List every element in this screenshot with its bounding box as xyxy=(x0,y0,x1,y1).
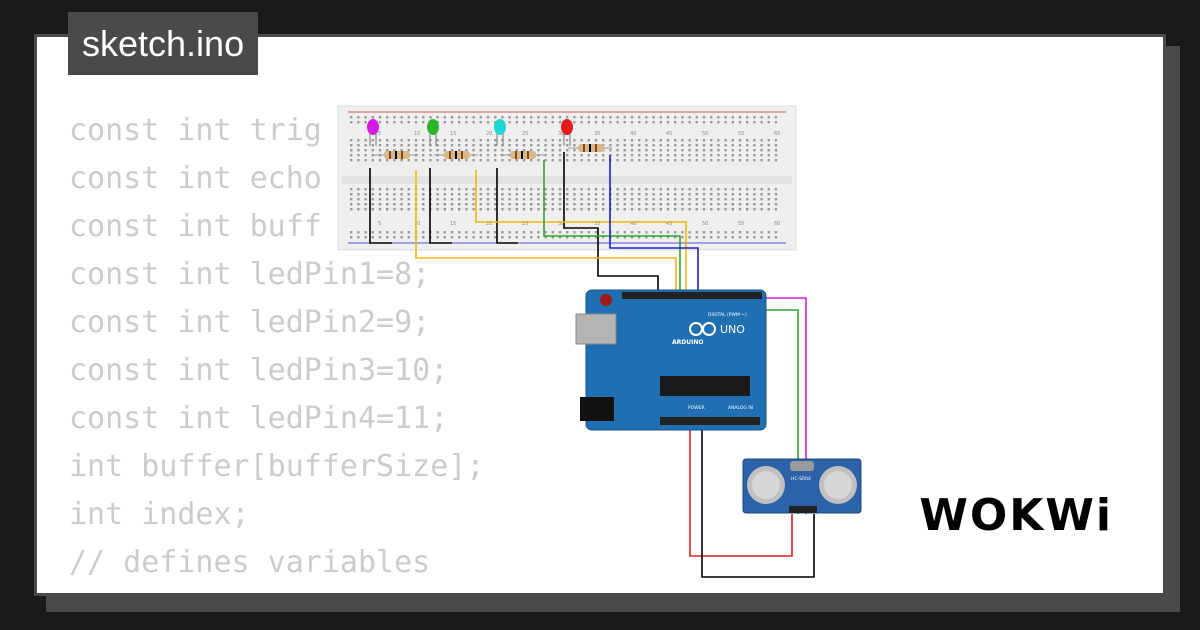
code-line: const int buff xyxy=(69,209,322,244)
breadboard-column-number: 10 xyxy=(414,131,420,137)
code-line: int index; xyxy=(69,497,250,532)
code-line: const int echo xyxy=(69,161,322,196)
breadboard-column-number: 25 xyxy=(522,131,528,137)
filename-tab: sketch.ino xyxy=(68,12,259,75)
code-line: long duration; xyxy=(69,587,484,593)
breadboard-column-number: 40 xyxy=(630,131,636,137)
breadboard-column-number: 30 xyxy=(558,221,564,227)
code-line: const int trig xyxy=(69,113,322,148)
breadboard-column-number: 55 xyxy=(738,221,744,227)
resistors xyxy=(374,144,612,159)
breadboard-column-number: 60 xyxy=(774,221,780,227)
arduino-digital-label: DIGITAL (PWM ~) xyxy=(708,312,747,318)
breadboard-column-number: 45 xyxy=(666,131,672,137)
led-1 xyxy=(367,119,379,146)
wires xyxy=(369,152,815,578)
circuit-diagram: 5510101515202025253030353540404545505055… xyxy=(337,105,862,578)
breadboard-column-numbers: 5510101515202025253030353540404545505055… xyxy=(378,131,780,227)
breadboard-column-number: 35 xyxy=(594,221,600,227)
breadboard-column-number: 15 xyxy=(450,131,456,137)
arduino-uno: UNO ARDUINO DIGITAL (PWM ~) POWER ANALOG… xyxy=(575,289,767,431)
breadboard-column-number: 5 xyxy=(378,221,381,227)
sensor-label: HC-SR04 xyxy=(791,476,811,482)
breadboard-column-number: 55 xyxy=(738,131,744,137)
breadboard-column-number: 20 xyxy=(486,131,492,137)
led-4 xyxy=(561,119,573,146)
code-line: int buffer[bufferSize]; xyxy=(69,449,485,484)
arduino-brand-label: ARDUINO xyxy=(672,339,703,346)
breadboard-column-number: 15 xyxy=(450,221,456,227)
code-line: // defines variables xyxy=(69,545,431,580)
arduino-analog-label: ANALOG IN xyxy=(728,405,753,411)
arduino-board-label: UNO xyxy=(720,323,745,336)
code-line: const int ledPin1=8; xyxy=(69,257,431,292)
code-line: const int ledPin4=11; xyxy=(69,401,449,436)
led-2 xyxy=(427,119,439,146)
breadboard-column-number: 50 xyxy=(702,131,708,137)
code-preview: const int trig const int echo const int bu… xyxy=(69,107,485,593)
breadboard-column-number: 5 xyxy=(378,131,381,137)
breadboard-column-number: 25 xyxy=(522,221,528,227)
wokwi-logo: WOKWi xyxy=(919,490,1113,541)
led-3 xyxy=(494,119,506,146)
arduino-power-label: POWER xyxy=(688,405,705,411)
code-line: const int ledPin3=10; xyxy=(69,353,449,388)
code-line: const int ledPin2=9; xyxy=(69,305,431,340)
breadboard-column-number: 30 xyxy=(558,131,564,137)
breadboard-column-number: 20 xyxy=(486,221,492,227)
breadboard-column-number: 40 xyxy=(630,221,636,227)
breadboard-column-number: 45 xyxy=(666,221,672,227)
breadboard-column-number: 10 xyxy=(414,221,420,227)
breadboard-column-number: 50 xyxy=(702,221,708,227)
breadboard-column-number: 35 xyxy=(594,131,600,137)
ultrasonic-sensor: HC-SR04 xyxy=(742,458,862,514)
breadboard-column-number: 60 xyxy=(774,131,780,137)
